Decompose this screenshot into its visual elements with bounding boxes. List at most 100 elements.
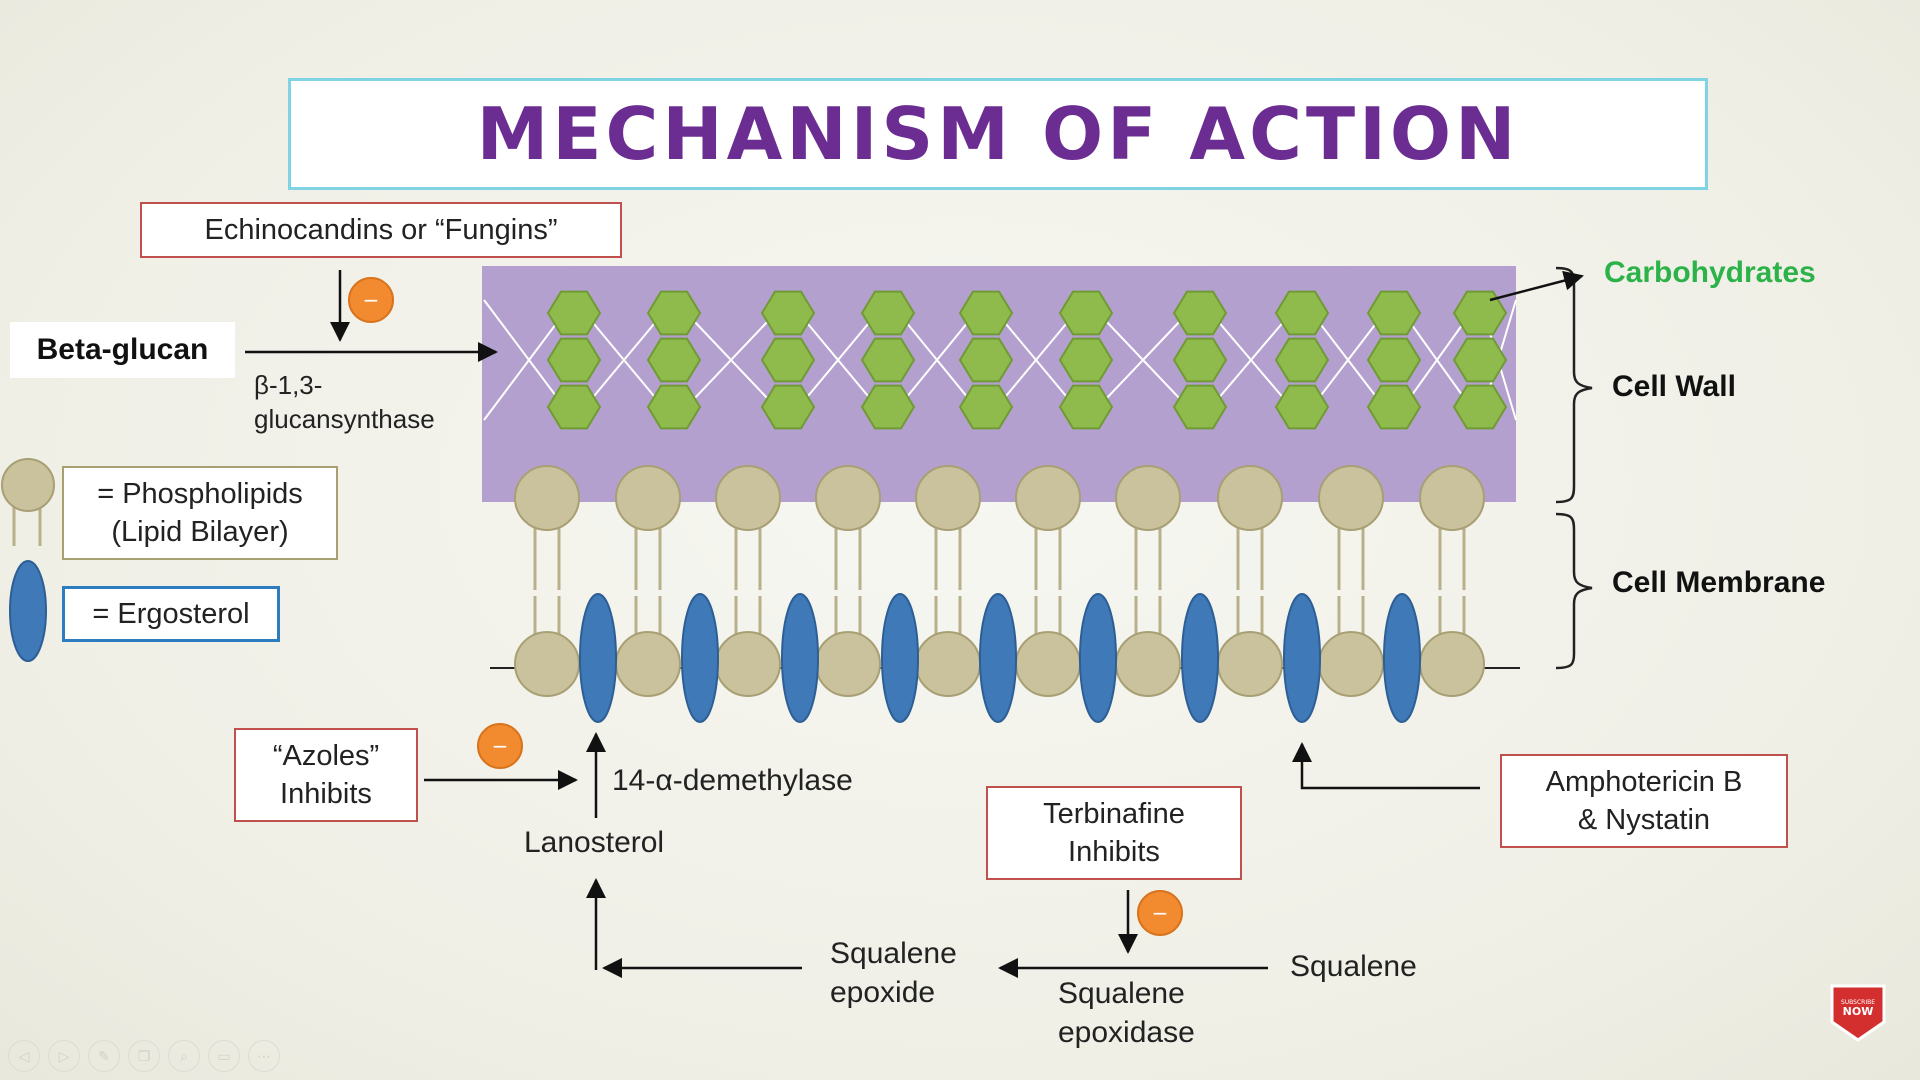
phospholipid-head: [615, 465, 681, 531]
more-icon[interactable]: ⋯: [248, 1040, 280, 1072]
glucan-hexagon: [958, 384, 1014, 430]
pen-icon[interactable]: ✎: [88, 1040, 120, 1072]
echinocandins-box: Echinocandins or “Fungins”: [140, 202, 622, 258]
squalene-epoxidase-label: Squalene epoxidase: [1058, 974, 1195, 1052]
amphotericin-line-1: Amphotericin B: [1545, 766, 1743, 798]
phospholipid-head: [1217, 465, 1283, 531]
echinocandins-label: Echinocandins or “Fungins”: [204, 213, 558, 246]
ergosterol-legend-box: = Ergosterol: [62, 586, 280, 642]
amphotericin-arrow: [1292, 742, 1480, 790]
carbohydrates-label: Carbohydrates: [1604, 256, 1816, 289]
glucan-hexagon: [860, 337, 916, 383]
ergosterol-legend-icon: [9, 560, 47, 662]
ergosterol-molecule: [681, 593, 719, 723]
squalene-epoxide-line-2: epoxide: [830, 976, 936, 1009]
demethylase-label: 14-α-demethylase: [612, 764, 853, 797]
ergosterol-molecule: [979, 593, 1017, 723]
phospholipid-head: [1115, 465, 1181, 531]
minus-circle-icon: −: [348, 277, 394, 323]
slide-controls: ◁ ▷ ✎ ❐ ⌕ ▭ ⋯: [8, 1040, 280, 1072]
ergosterol-molecule: [1383, 593, 1421, 723]
glucan-hexagon: [546, 384, 602, 430]
glucan-hexagon: [958, 290, 1014, 336]
glucan-hexagon: [1172, 337, 1228, 383]
phospholipids-line-1: = Phospholipids: [97, 478, 303, 510]
screen-icon[interactable]: ▭: [208, 1040, 240, 1072]
phospholipid-head: [1419, 465, 1485, 531]
title-box: MECHANISM OF ACTION: [288, 78, 1708, 190]
glucan-hexagon: [1366, 337, 1422, 383]
phospholipid-legend-icon: [1, 458, 55, 546]
glucan-hexagon: [646, 384, 702, 430]
glucan-hexagon: [1172, 384, 1228, 430]
azoles-line-1: “Azoles”: [272, 740, 380, 772]
phospholipid-head: [1419, 631, 1485, 697]
glucan-hexagon: [1274, 337, 1330, 383]
copy-icon[interactable]: ❐: [128, 1040, 160, 1072]
phospholipid-head: [715, 465, 781, 531]
prev-icon[interactable]: ◁: [8, 1040, 40, 1072]
squalene-epoxidase-line-2: epoxidase: [1058, 1016, 1195, 1049]
glucan-hexagon: [760, 337, 816, 383]
glucan-chains: [546, 290, 1508, 430]
svg-text:−: −: [1152, 901, 1169, 925]
phospholipid-head: [1115, 631, 1181, 697]
glucan-hexagon: [1274, 384, 1330, 430]
cell-wall-brace: [1555, 266, 1593, 504]
phospholipid-head: [1318, 631, 1384, 697]
glucan-hexagon: [1172, 290, 1228, 336]
ergosterol-molecules: [579, 593, 1421, 723]
phospholipids-legend-box: = Phospholipids (Lipid Bilayer): [62, 466, 338, 560]
phospholipid-head: [815, 631, 881, 697]
outer-phospholipid-heads: [514, 465, 1485, 531]
glucan-hexagon: [1274, 290, 1330, 336]
phospholipid-head: [715, 631, 781, 697]
terbinafine-line-2: Inhibits: [1068, 836, 1160, 868]
phospholipid-head: [1318, 465, 1384, 531]
glucan-hexagon: [1452, 384, 1508, 430]
subscribe-badge-icon[interactable]: SUBSCRIBE NOW: [1828, 982, 1888, 1044]
amphotericin-line-2: & Nystatin: [1577, 804, 1711, 836]
svg-text:NOW: NOW: [1843, 1005, 1874, 1018]
azoles-box: “Azoles” Inhibits: [234, 728, 418, 822]
beta-glucan-box: Beta-glucan: [10, 322, 235, 378]
svg-text:SUBSCRIBE: SUBSCRIBE: [1841, 999, 1875, 1006]
glucan-hexagon: [1058, 384, 1114, 430]
glucan-hexagon: [1452, 290, 1508, 336]
squalene-epoxide-label: Squalene epoxide: [830, 934, 957, 1012]
minus-circle-icon: −: [477, 723, 523, 769]
svg-text:−: −: [492, 734, 509, 758]
carbohydrates-pointer: [1489, 270, 1584, 302]
next-icon[interactable]: ▷: [48, 1040, 80, 1072]
glucansynthase-line-1: β-1,3-: [254, 370, 323, 400]
amphotericin-box: Amphotericin B & Nystatin: [1500, 754, 1788, 848]
squalene-label: Squalene: [1290, 950, 1417, 983]
azoles-line-2: Inhibits: [280, 778, 372, 810]
phospholipid-head: [1015, 631, 1081, 697]
ergosterol-molecule: [781, 593, 819, 723]
phospholipid-head: [1015, 465, 1081, 531]
squalene-epoxidase-line-1: Squalene: [1058, 977, 1185, 1010]
glucan-hexagon: [1058, 337, 1114, 383]
glucan-hexagon: [646, 337, 702, 383]
glucan-hexagon: [1366, 384, 1422, 430]
ergosterol-molecule: [881, 593, 919, 723]
phospholipid-head: [514, 631, 580, 697]
squalene-epoxide-line-1: Squalene: [830, 937, 957, 970]
phospholipid-head: [815, 465, 881, 531]
ergosterol-molecule: [579, 593, 617, 723]
svg-text:−: −: [363, 288, 380, 312]
glucan-hexagon: [958, 337, 1014, 383]
beta-glucan-label: Beta-glucan: [36, 333, 209, 366]
glucan-hexagon: [1452, 337, 1508, 383]
phospholipid-head: [1217, 631, 1283, 697]
glucan-hexagon: [546, 290, 602, 336]
minus-circle-icon: −: [1137, 890, 1183, 936]
terbinafine-box: Terbinafine Inhibits: [986, 786, 1242, 880]
zoom-icon[interactable]: ⌕: [168, 1040, 200, 1072]
glucansynthase-label: β-1,3- glucansynthase: [254, 368, 435, 436]
phospholipid-head: [915, 465, 981, 531]
glucan-hexagon: [1366, 290, 1422, 336]
glucan-hexagon: [860, 290, 916, 336]
